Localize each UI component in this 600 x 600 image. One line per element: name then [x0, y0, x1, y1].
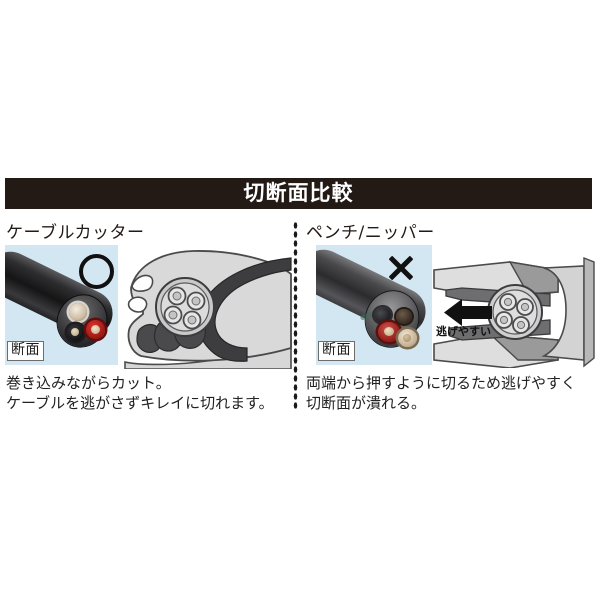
conductor-black-core: [71, 328, 79, 336]
direction-arrow-icon: [444, 299, 492, 326]
cable-cross-section-glyph: [487, 284, 543, 340]
conductor-white-core: [403, 334, 411, 342]
column-heading-pliers-nippers: ペンチ/ニッパー: [306, 223, 435, 243]
nipper-jaw-illustration: [433, 256, 595, 368]
title-banner: 切断面比較: [5, 178, 592, 209]
cable-cross-section-glyph: [155, 277, 215, 337]
column-heading-cable-cutter: ケーブルカッター: [6, 223, 145, 243]
cross-section-label-left: 断面: [7, 341, 44, 361]
escape-annotation: 逃げやすい: [436, 325, 491, 338]
description-pliers-nippers: 両端から押すように切るため逃げやすく 切断面が潰れる。: [306, 374, 577, 412]
conductor-brown-crushed: [396, 309, 412, 324]
cable-cutter-jaw-illustration: [124, 250, 292, 369]
conductor-red-core: [91, 325, 100, 334]
description-cable-cutter: 巻き込みながらカット。 ケーブルを逃がさずキレイに切れます。: [6, 374, 274, 412]
column-divider: [293, 221, 298, 409]
cross-mark-icon: [386, 253, 416, 283]
cross-section-label-right: 断面: [318, 341, 355, 361]
banner-title-text: 切断面比較: [243, 181, 354, 205]
conductor-white: [69, 303, 87, 321]
circle-mark-icon: [79, 254, 114, 289]
conductor-red-core: [384, 327, 394, 336]
